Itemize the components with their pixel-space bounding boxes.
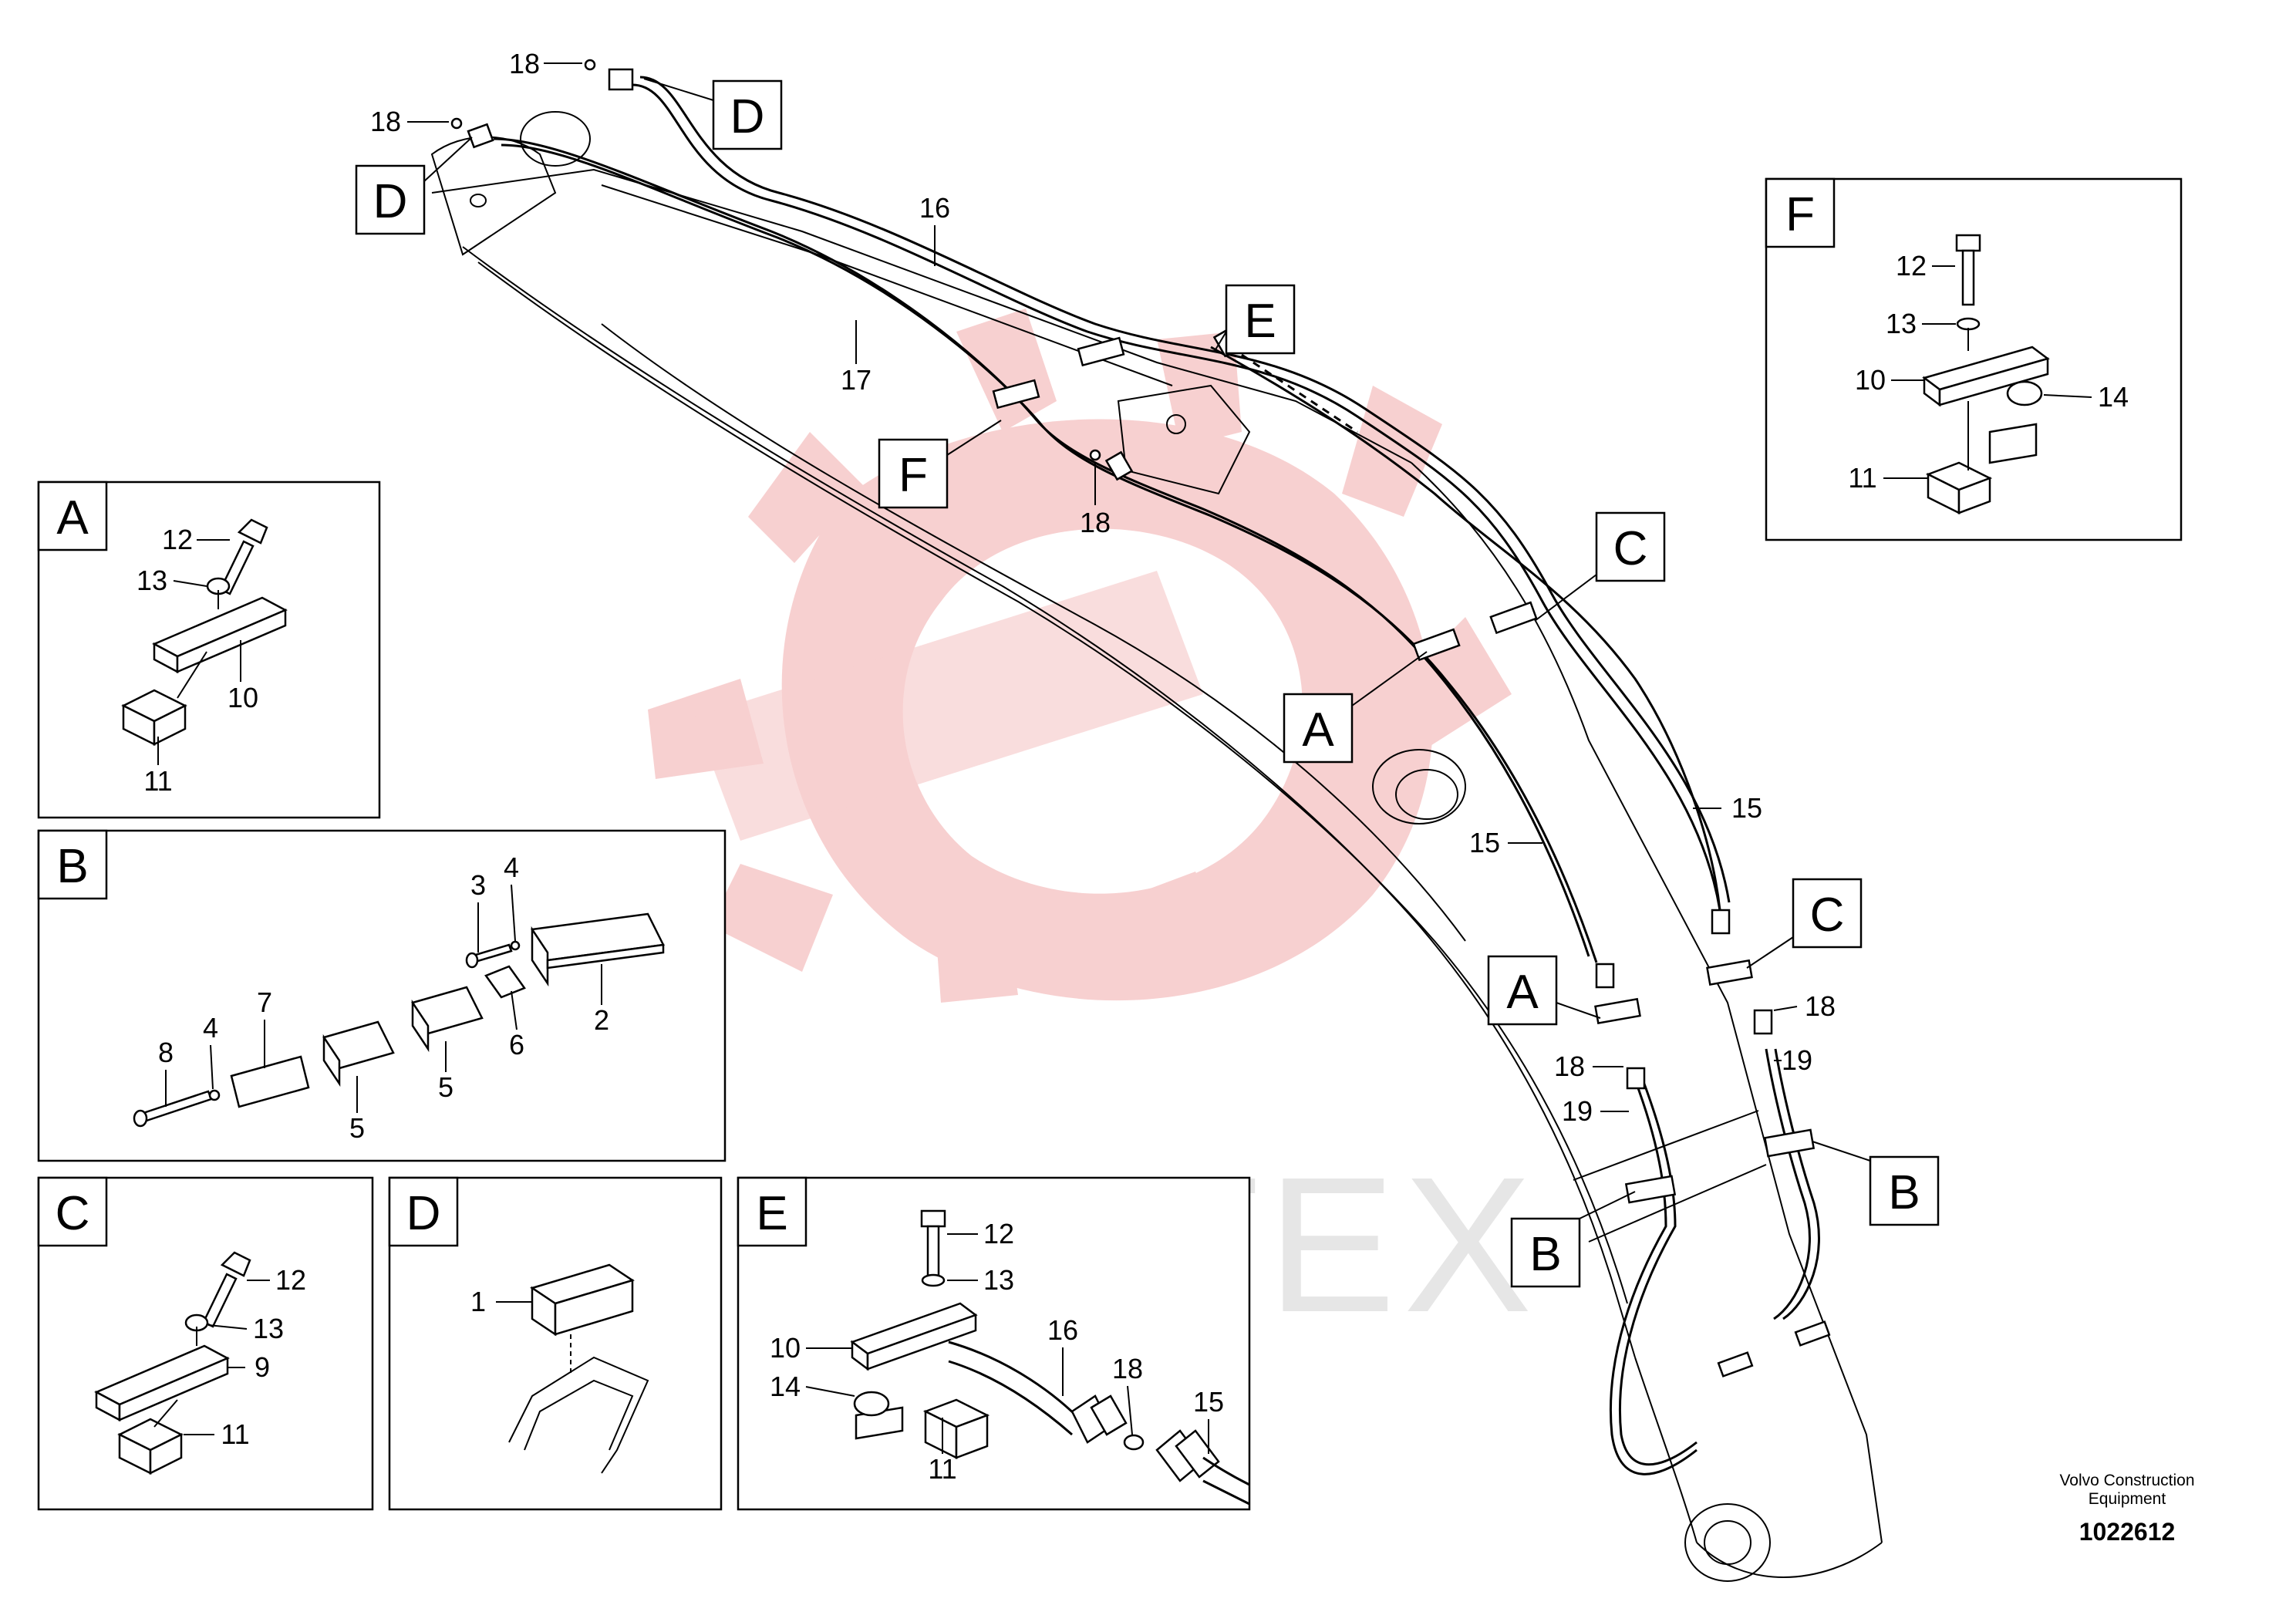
callout-19-right: 19 (1782, 1044, 1812, 1076)
callout-18-top: 18 (509, 48, 540, 79)
inset-F-part-12: 12 (1896, 250, 1927, 282)
label-A-lower: A (1506, 966, 1539, 1019)
inset-E-label: E (756, 1187, 787, 1240)
inset-D: D 1 (388, 1176, 723, 1511)
footer-credit: Volvo Construction Equipment 1022612 (2059, 1472, 2194, 1546)
label-B-left: B (1529, 1228, 1561, 1281)
inset-A: A 12 13 10 11 (37, 481, 381, 819)
label-D-left: D (373, 175, 408, 228)
inset-B-part-4-top: 4 (504, 851, 519, 883)
inset-B-part-8: 8 (158, 1037, 174, 1068)
document-number: 1022612 (2079, 1518, 2176, 1546)
inset-B-part-5-right: 5 (438, 1071, 453, 1103)
label-A-upper: A (1302, 703, 1334, 757)
inset-C-part-13: 13 (253, 1313, 284, 1344)
brand-line-2: Equipment (2089, 1490, 2166, 1508)
inset-B: B 3 4 7 8 4 5 5 6 2 (37, 829, 727, 1162)
inset-F-part-14: 14 (2098, 381, 2129, 413)
callout-18-left: 18 (370, 106, 401, 137)
inset-E-part-18: 18 (1112, 1353, 1143, 1384)
label-E-main: E (1244, 295, 1276, 348)
inset-A-part-11: 11 (143, 765, 172, 797)
inset-B-part-2: 2 (594, 1004, 609, 1036)
inset-D-label: D (406, 1187, 441, 1240)
inset-A-part-12: 12 (162, 524, 193, 555)
inset-C-part-11: 11 (221, 1418, 249, 1450)
inset-E-part-13: 13 (983, 1264, 1014, 1296)
label-B-right: B (1888, 1166, 1920, 1219)
inset-B-part-6: 6 (509, 1029, 524, 1061)
inset-E-part-10: 10 (770, 1332, 801, 1364)
inset-C-part-12: 12 (275, 1264, 306, 1296)
inset-B-part-7: 7 (257, 986, 272, 1018)
inset-F: F 12 13 10 14 11 (1765, 177, 2183, 541)
callout-18-lower: 18 (1554, 1050, 1585, 1082)
inset-E: E 12 13 10 14 16 18 15 (737, 1176, 1251, 1511)
label-C-upper: C (1613, 522, 1648, 575)
inset-E-part-16: 16 (1047, 1314, 1078, 1346)
label-F-main: F (899, 449, 928, 502)
main-view-annotations: D D E F A C A C B B (355, 48, 1940, 1288)
callout-16: 16 (919, 192, 950, 224)
inset-A-label: A (56, 491, 89, 545)
inset-B-part-4-bottom: 4 (203, 1012, 218, 1044)
inset-C-label: C (56, 1187, 90, 1240)
inset-B-part-5-left: 5 (349, 1112, 365, 1144)
callout-19-lower: 19 (1562, 1095, 1593, 1127)
inset-D-part-1: 1 (470, 1286, 486, 1317)
callout-17: 17 (841, 364, 872, 396)
inset-E-part-11: 11 (928, 1453, 956, 1485)
inset-F-part-11: 11 (1848, 462, 1876, 494)
callout-15-right: 15 (1731, 792, 1762, 824)
inset-F-part-10: 10 (1855, 364, 1886, 396)
callout-18-mid: 18 (1080, 507, 1111, 538)
inset-A-part-13: 13 (137, 565, 167, 596)
inset-B-part-3: 3 (470, 869, 486, 901)
inset-C-part-9: 9 (255, 1351, 270, 1383)
callout-18-right: 18 (1805, 990, 1836, 1022)
inset-E-part-12: 12 (983, 1218, 1014, 1249)
watermark-gear-icon (648, 309, 1512, 1003)
inset-F-label: F (1785, 188, 1815, 241)
inset-A-part-10: 10 (228, 682, 258, 713)
label-C-lower: C (1810, 889, 1845, 942)
inset-F-part-13: 13 (1886, 308, 1917, 339)
callout-15-left: 15 (1469, 827, 1500, 858)
inset-B-label: B (56, 840, 88, 893)
brand-line-1: Volvo Construction (2059, 1472, 2194, 1489)
inset-E-part-15: 15 (1193, 1386, 1224, 1418)
label-D-top: D (730, 90, 765, 143)
inset-E-part-14: 14 (770, 1371, 801, 1402)
inset-C: C 12 13 9 11 (37, 1176, 374, 1511)
